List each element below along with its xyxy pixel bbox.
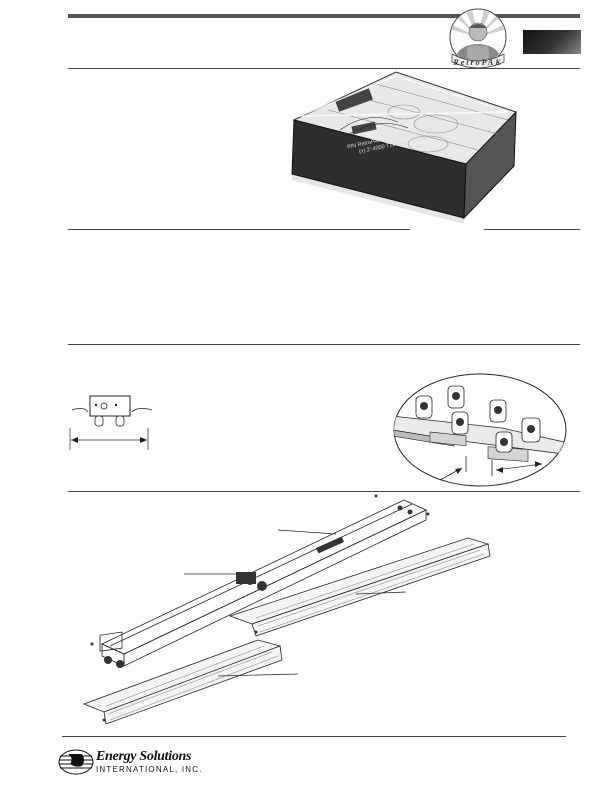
socket-detail-circle — [392, 372, 568, 488]
divider-1 — [68, 68, 580, 69]
divider-2b — [484, 229, 580, 230]
divider-4 — [68, 491, 580, 492]
mascot-badge-icon — [449, 8, 507, 69]
exploded-fixture-diagram — [80, 425, 520, 725]
product-box-photo — [288, 70, 520, 242]
header-rule — [68, 14, 580, 18]
divider-3 — [68, 344, 580, 345]
footer-logo — [56, 748, 216, 776]
section-tab — [523, 30, 581, 54]
divider-2a — [68, 229, 410, 230]
company-name: Energy Solutions — [96, 749, 192, 764]
socket-dimension-diagram — [66, 384, 160, 454]
globe-logo-icon — [58, 749, 94, 775]
retropak-badge: RetroPAK — [438, 8, 518, 70]
badge-logo-text: RetroPAK — [453, 58, 503, 67]
company-subtitle: INTERNATIONAL, INC. — [96, 765, 203, 774]
footer-rule — [62, 736, 566, 737]
